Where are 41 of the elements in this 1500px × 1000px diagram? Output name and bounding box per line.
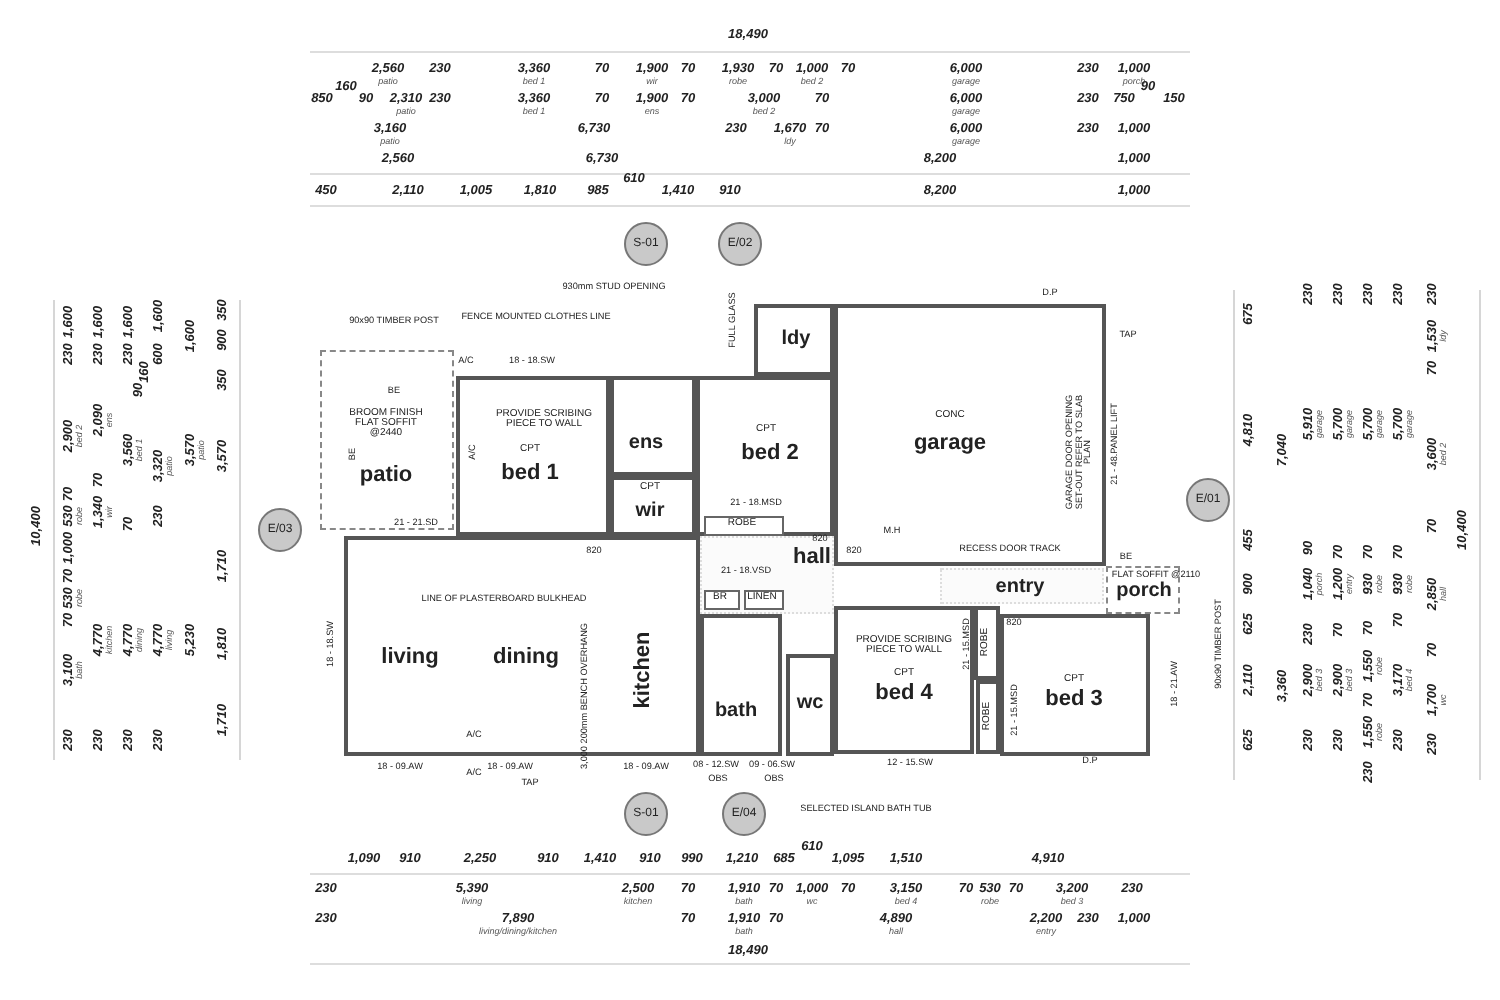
room-name: garage — [913, 433, 987, 455]
section-marker — [1186, 478, 1230, 522]
section-marker — [722, 792, 766, 836]
room-outline — [754, 304, 834, 376]
section-marker — [624, 792, 668, 836]
room-name: hall — [793, 547, 831, 569]
room-outline — [744, 590, 784, 610]
room-name: bed 2 — [741, 443, 799, 465]
room-name: wir — [635, 502, 665, 522]
room-name: ldy — [781, 330, 811, 350]
floor-area — [700, 536, 834, 614]
section-marker — [258, 508, 302, 552]
room-name: dining — [493, 647, 559, 669]
room-name: wc — [796, 694, 824, 714]
section-marker — [624, 222, 668, 266]
room-outline — [704, 590, 740, 610]
room-name: ens — [628, 434, 664, 454]
room-outline — [700, 614, 782, 756]
room-name: bed 3 — [1045, 689, 1103, 711]
room-outline — [786, 654, 834, 756]
room-name: kitchen — [633, 631, 655, 709]
floor-area — [940, 568, 1104, 604]
room-outline — [974, 606, 1000, 680]
room-name: bed 4 — [875, 683, 933, 705]
room-outline — [834, 606, 974, 754]
room-outline — [976, 680, 1000, 754]
room-name: bath — [714, 702, 758, 722]
room-name: patio — [359, 465, 413, 487]
room-outline — [610, 376, 696, 476]
room-outline — [456, 376, 610, 536]
room-outline — [610, 476, 696, 536]
room-name: entry — [995, 578, 1045, 598]
room-outline — [696, 376, 834, 536]
porch-outline — [320, 350, 454, 530]
room-outline — [834, 304, 1106, 566]
room-name: living — [381, 647, 439, 669]
room-outline — [1000, 614, 1150, 756]
room-name: bed 1 — [501, 463, 559, 485]
section-marker — [718, 222, 762, 266]
room-outline — [704, 516, 784, 536]
room-name: porch — [1116, 582, 1172, 602]
